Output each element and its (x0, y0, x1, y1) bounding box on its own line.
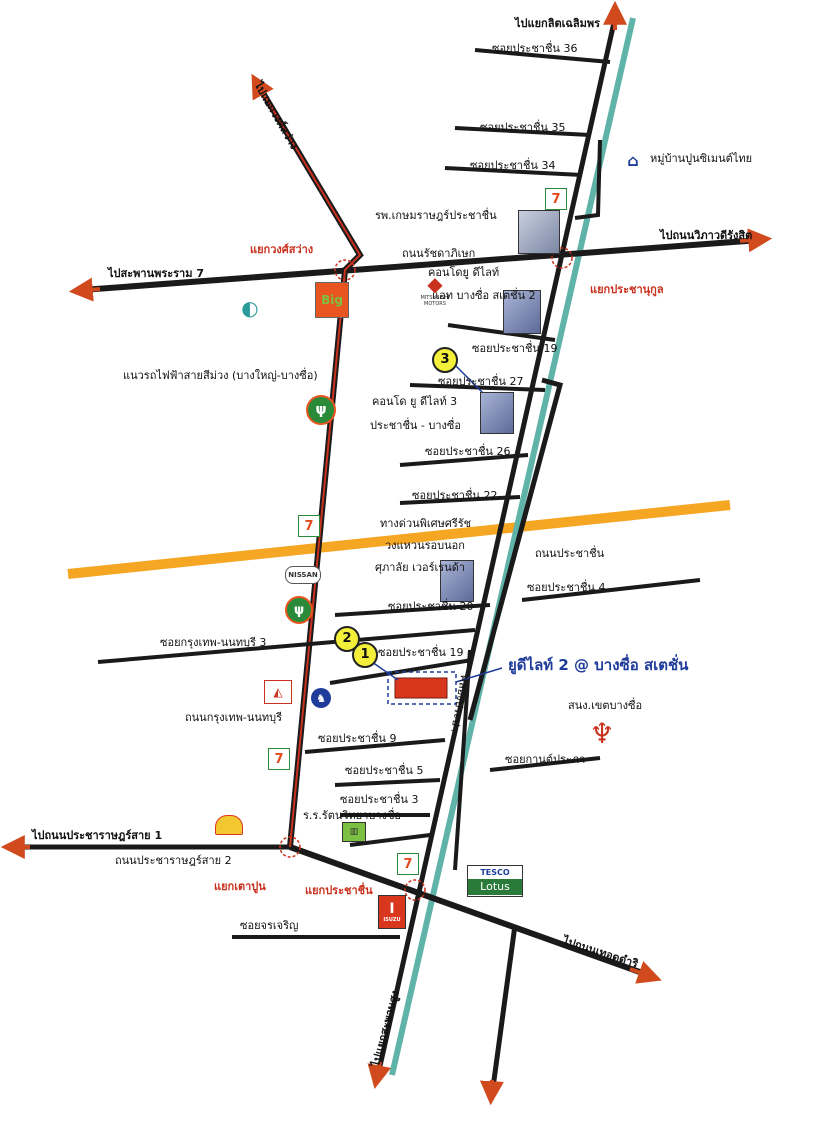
label-purple-line: แนวรถไฟฟ้าสายสีม่วง (บางใหญ่-บางซื่อ) (123, 369, 318, 382)
shell-logo (215, 815, 243, 835)
junction-markers (279, 247, 573, 901)
marker-2: 2 (334, 626, 360, 652)
project-site (394, 677, 448, 699)
village-icon: ⌂ (627, 150, 639, 170)
label-expressway-1: ทางด่วนพิเศษศรีรัช (380, 517, 472, 530)
label-soi-20: ซอยประชาชื่น 20 (388, 600, 474, 613)
label-prachachuen-road: ถนนประชาชื่น (535, 547, 605, 560)
label-to-bang-pho: ไปแยกลิตเฉลิมพร (515, 17, 600, 30)
label-to-pracharat-sai1: ไปถนนประชาราษฎร์สาย 1 (32, 829, 163, 842)
label-soi-4: ซอยประชาชื่น 4 (527, 581, 606, 594)
tesco-text: TESCO (480, 868, 510, 877)
label-condo-other: ศุภาลัย เวอร์เรนด้า (375, 561, 466, 574)
right-side-road (574, 139, 602, 220)
seven-eleven-logo-2: 7 (298, 515, 320, 537)
kbank-logo-1: ψ (306, 395, 336, 425)
hospital-building-icon (518, 210, 560, 254)
label-soi-kanprapa: ซอยกานต์ประภา (505, 753, 586, 766)
label-junction-pracha-nukun: แยกประชานุกูล (590, 283, 664, 296)
label-soi-26: ซอยประชาชื่น 26 (425, 445, 511, 458)
mitsubishi-text: MITSUBISHI MOTORS (420, 295, 450, 307)
prachachuen-road (375, 17, 618, 1076)
label-junction-tao-poon: แยกเตาปูน (214, 880, 266, 893)
condo-building-ud2 (503, 290, 541, 334)
project-highlight-label: ยูดีไลท์ 2 @ บางซื่อ สเตชั่น (508, 656, 689, 674)
lower-right-road (489, 924, 518, 1096)
label-soi-35: ซอยประชาชื่น 35 (480, 121, 566, 134)
label-condo-ud2-1: คอนโดยู ดีไลท์ (428, 266, 500, 279)
ptt-logo: ◐ (241, 296, 259, 320)
label-junction-wong-sawang: แยกวงศ์สว่าง (250, 243, 314, 256)
label-krungthep-nonthaburi: ถนนกรุงเทพ-นนทบุรี (185, 711, 283, 724)
label-junction-prachachuen: แยกประชาชื่น (305, 884, 373, 897)
label-soi-krungthep-nonthaburi-3: ซอยกรุงเทพ-นนทบุรี 3 (160, 636, 267, 649)
label-to-vibhavadi: ไปถนนวิภาวดีรังสิต (660, 229, 753, 242)
ratchadaphisek-road (81, 237, 761, 293)
label-soi-27: ซอยประชาชื่น 27 (438, 375, 524, 388)
expressway-line (67, 500, 731, 579)
label-soi-22: ซอยประชาชื่น 22 (412, 489, 498, 502)
label-soi-5: ซอยประชาชื่น 5 (345, 764, 424, 777)
school-icon: ▥ (342, 822, 366, 842)
label-soi-9: ซอยประชาชื่น 9 (318, 732, 397, 745)
label-condo-ud2-2: แอท บางซื่อ สเตชั่น 2 (432, 289, 536, 302)
condo-building-other (440, 560, 474, 602)
label-pracharat-sai2: ถนนประชาราษฎร์สาย 2 (115, 854, 232, 867)
bank-logo: ♞ (311, 688, 331, 708)
label-soi-36: ซอยประชาชื่น 36 (492, 42, 578, 55)
label-soi-19a: ซอยประชาชื่น 19 (472, 342, 558, 355)
tesco-lotus-logo: TESCO Lotus (467, 865, 523, 897)
big-c-logo: Big (315, 282, 349, 318)
label-soi-3: ซอยประชาชื่น 3 (340, 793, 419, 806)
soi-lines (97, 48, 701, 939)
condo-building-ud3 (480, 392, 514, 434)
label-soi-34: ซอยประชาชื่น 34 (470, 159, 556, 172)
label-to-rama7: ไปสะพานพระราม 7 (108, 267, 204, 280)
label-hospital: รพ.เกษมราษฎร์ประชาชื่น (375, 209, 497, 222)
purple-line-red (259, 87, 362, 848)
lower-diagonal-road (288, 844, 650, 978)
lotus-text: Lotus (468, 879, 522, 895)
seven-eleven-logo-1: 7 (545, 188, 567, 210)
label-expressway-2: วงแหวนรอบนอก (385, 539, 465, 552)
garuda-icon: ♆ (589, 716, 615, 750)
mitsubishi-logo: ◆ MITSUBISHI MOTORS (417, 270, 453, 310)
honda-logo: ◭ (264, 680, 292, 704)
label-district-office: สนง.เขตบางซื่อ (568, 699, 643, 712)
label-soi-charoen: ซอยจรเจริญ (240, 919, 299, 932)
label-condo-ud3-2: ประชาชื่น - บางซื่อ (370, 419, 461, 432)
right-loop-road (467, 377, 564, 721)
road-arrows (0, 0, 773, 1106)
nissan-logo: NISSAN (285, 566, 321, 584)
label-village: หมู่บ้านปูนซิเมนต์ไทย (650, 152, 753, 165)
label-soi-19b: ซอยประชาชื่น 19 (378, 646, 464, 659)
kbank-logo-2: ψ (285, 596, 313, 624)
marker-1-pointer (371, 661, 399, 681)
seven-eleven-logo-3: 7 (268, 748, 290, 770)
tesco-road (453, 649, 472, 871)
project-site-outline (387, 671, 457, 705)
label-ratchadaphisek: ถนนรัชดาภิเษก (402, 247, 476, 260)
seven-eleven-logo-4: 7 (397, 853, 419, 875)
isuzu-logo: I ISUZU (378, 895, 406, 929)
label-school: ร.ร.รัตนวิทยาบางซื่อ (303, 809, 402, 822)
isuzu-text: ISUZU (383, 917, 401, 923)
project-pointer (455, 667, 503, 683)
label-condo-ud3-1: คอนโด ยู ดีไลท์ 3 (372, 395, 458, 408)
marker-3: 3 (432, 347, 458, 373)
